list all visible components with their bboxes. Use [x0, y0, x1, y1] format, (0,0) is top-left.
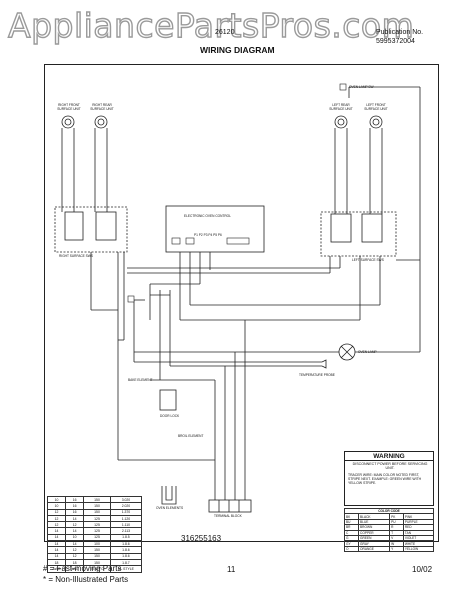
right-switch-box	[54, 206, 128, 253]
label-right-rear-element: RIGHT REAR SURFACE UNIT	[90, 103, 114, 111]
left-front-element-icon	[369, 115, 383, 129]
label-left-switches: LEFT SURFACE SWS	[352, 258, 384, 262]
right-front-element-icon	[61, 115, 75, 129]
electronic-control-box	[165, 205, 265, 253]
label-door-lock: DOOR LOCK	[160, 414, 180, 418]
diagram-panel	[44, 64, 439, 542]
wire-table-cell: AWG	[65, 565, 85, 573]
wire-table-cell: UL STYLE	[109, 565, 143, 573]
label-oven-lamp-switch: OVEN LAMP SW	[349, 85, 374, 89]
part-number: 316255163	[181, 534, 222, 543]
label-broil-element: BROIL ELEMENT	[178, 434, 204, 438]
wire-table-cell: 16	[65, 495, 85, 504]
diagram-title: WIRING DIAGRAM	[200, 45, 275, 55]
label-temperature-probe: TEMPERATURE PROBE	[299, 373, 335, 377]
label-electronic-control: ELECTRONIC OVEN CONTROL	[184, 214, 231, 218]
color-code-cell: Y	[389, 545, 404, 553]
publication-number: 5995372004	[376, 38, 415, 45]
color-code-cell: O	[343, 545, 360, 553]
bake-element-icon	[165, 486, 173, 501]
label-oven-lamp: OVEN LAMP	[358, 350, 377, 354]
color-code-cell: YELLOW	[402, 545, 435, 553]
label-terminal-block: TERMINAL BLOCK	[214, 514, 242, 518]
label-right-switches: RIGHT SURFACE SWS	[59, 254, 93, 258]
right-rear-element-icon	[94, 115, 108, 129]
label-oven-elements: OVEN ELEMENTS	[156, 506, 184, 510]
legend-fast-moving: # = Fast-moving Parts	[43, 564, 122, 573]
warning-title: WARNING	[345, 453, 433, 461]
terminal-block-icon	[208, 499, 252, 513]
left-switch-box	[320, 211, 397, 257]
oven-lamp-switch-icon	[339, 83, 347, 91]
warning-box: WARNING DISCONNECT POWER BEFORE SERVICIN…	[344, 451, 434, 506]
label-control-pins: P1 P2 P3 P4 P5 P6	[194, 233, 222, 237]
label-right-front-element: RIGHT FRONT SURFACE UNIT	[57, 103, 81, 111]
footer-date: 10/02	[412, 565, 433, 574]
warning-text: DISCONNECT POWER BEFORE SERVICING UNIT.	[352, 462, 428, 471]
color-code-cell: ORANGE	[358, 545, 391, 553]
label-left-rear-element: LEFT REAR SURFACE UNIT	[329, 103, 353, 111]
door-lock-icon	[159, 389, 177, 411]
watermark-text: AppliancePartsPros.com	[7, 5, 415, 45]
wire-table-cell: 2.020	[109, 502, 143, 510]
wire-table-cell: 16	[65, 502, 85, 510]
legend-non-illustrated: * = Non-Illustrated Parts	[43, 575, 129, 584]
wire-table-cell: 3.020	[109, 495, 143, 504]
left-rear-element-icon	[334, 115, 348, 129]
publication-label: Publication No.	[376, 29, 424, 36]
label-bake-element: BAKE ELEMENT	[128, 378, 153, 382]
page-number: 11	[227, 565, 236, 574]
label-left-front-element: LEFT FRONT SURFACE UNIT	[364, 103, 388, 111]
header-model-code: 26120	[215, 29, 235, 36]
tracer-note: TRACER WIRE: MAIN COLOR NOTED FIRST, STR…	[348, 473, 422, 486]
